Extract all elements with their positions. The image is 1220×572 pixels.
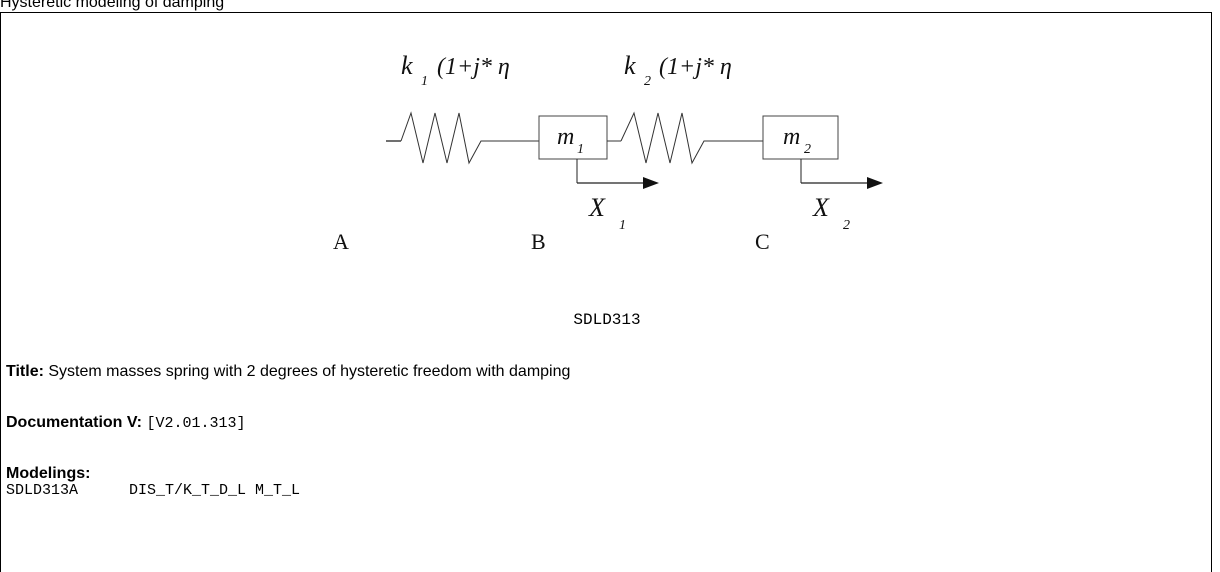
modeling-elements: DIS_T/K_T_D_L M_T_L bbox=[129, 482, 301, 499]
modelings-heading-row: Modelings: bbox=[6, 465, 90, 483]
disp-2-label: X bbox=[813, 193, 829, 222]
documentation-label: Documentation V: bbox=[6, 414, 143, 431]
mass-2-box bbox=[762, 115, 839, 160]
mass-2-label: m bbox=[783, 124, 801, 150]
documentation-row: Documentation V: [V2.01.313] bbox=[6, 414, 246, 433]
documentation-value: [V2.01.313] bbox=[146, 415, 246, 432]
title-row: Title: System masses spring with 2 degre… bbox=[6, 363, 570, 381]
spring-2-k: k bbox=[624, 51, 636, 80]
disp-1-label: X bbox=[589, 193, 605, 222]
disp-1-sub: 1 bbox=[619, 218, 626, 233]
spring-mass-diagram: k 1 (1+j* η k 2 (1+j* η m 1 m 2 X 1 X 2 … bbox=[301, 53, 901, 293]
title-label: Title: bbox=[6, 363, 44, 380]
spring-1-sub: 1 bbox=[421, 74, 428, 89]
spring-2-sub: 2 bbox=[644, 74, 651, 89]
spring-1 bbox=[400, 111, 539, 165]
diagram-drawing bbox=[386, 111, 883, 189]
modeling-code: SDLD313A bbox=[6, 482, 79, 499]
modeling-row: SDLD313A DIS_T/K_T_D_L M_T_L bbox=[6, 482, 300, 500]
modelings-label: Modelings: bbox=[6, 465, 91, 482]
mass-1-label: m bbox=[557, 124, 575, 150]
node-c-label: C bbox=[755, 229, 770, 254]
spring-2-expr: (1+j* η bbox=[659, 54, 732, 80]
spring-2 bbox=[620, 111, 763, 165]
disp-2-arrowhead bbox=[867, 177, 883, 189]
disp-2-sub: 2 bbox=[843, 218, 850, 233]
title-value: System masses spring with 2 degrees of h… bbox=[43, 363, 571, 380]
document-frame: k 1 (1+j* η k 2 (1+j* η m 1 m 2 X 1 X 2 … bbox=[0, 12, 1212, 572]
node-a-label: A bbox=[333, 229, 349, 254]
mass-1-sub: 1 bbox=[577, 142, 584, 157]
node-b-label: B bbox=[531, 229, 546, 254]
spring-1-k: k bbox=[401, 51, 413, 80]
spring-1-expr: (1+j* η bbox=[437, 54, 510, 80]
mass-2-sub: 2 bbox=[804, 142, 811, 157]
disp-1-arrowhead bbox=[643, 177, 659, 189]
page-heading: Hysteretic modeling of damping bbox=[0, 0, 225, 11]
figure-caption: SDLD313 bbox=[573, 311, 641, 329]
mass-1-box bbox=[538, 115, 608, 160]
